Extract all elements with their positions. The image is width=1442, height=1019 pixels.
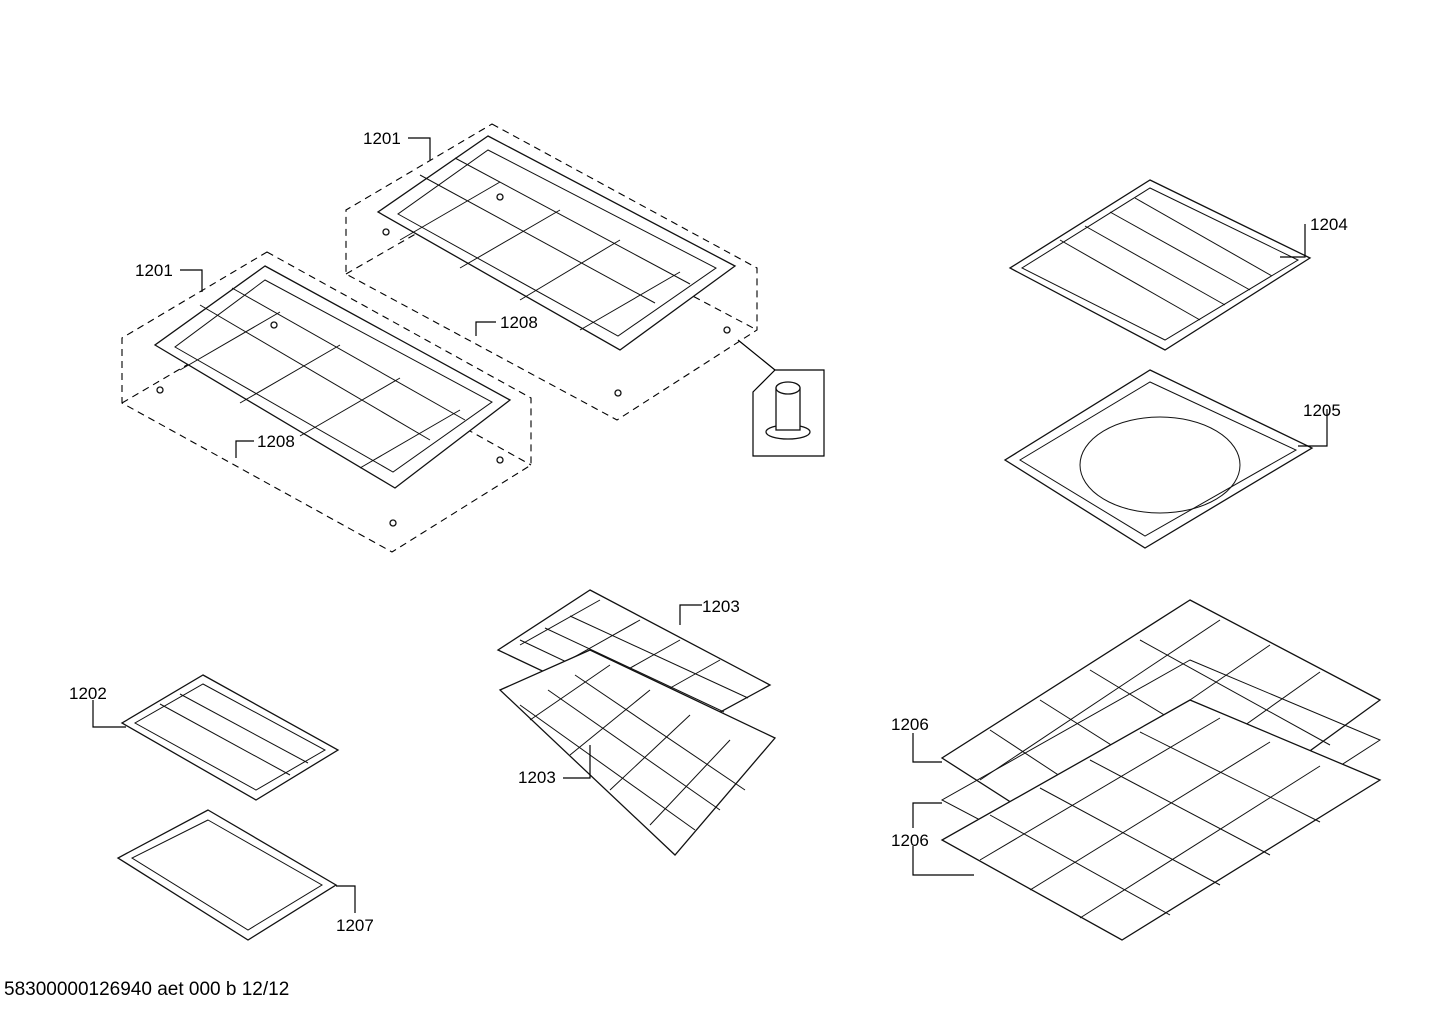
leader-lines [92,137,1328,913]
label-large-rack-upper: 1206 [891,715,929,734]
broil-pan-insert [1008,179,1312,351]
label-broil-pan: 1205 [1303,401,1341,420]
grate-upper [345,123,758,421]
label-rack-lower: 1203 [518,768,556,787]
label-foot-upper: 1208 [500,313,538,332]
small-broil-pan [116,809,338,941]
label-foot-lower: 1208 [257,432,295,451]
label-grate-lower: 1201 [135,261,173,280]
label-small-broil-insert: 1202 [69,684,107,703]
label-large-rack-lower: 1206 [891,831,929,850]
rack-lower [498,649,777,856]
label-small-broil-pan: 1207 [336,916,374,935]
drawing-number: 58300000126940 aet 000 b 12/12 [4,979,290,1000]
label-grate-upper: 1201 [363,129,401,148]
large-rack-lower [940,699,1382,941]
grate-lower [121,251,532,553]
label-broil-pan-insert: 1204 [1310,215,1348,234]
label-rack-upper: 1203 [702,597,740,616]
small-broil-insert [120,674,340,801]
broil-pan [1003,369,1314,549]
foot-detail [737,339,825,457]
